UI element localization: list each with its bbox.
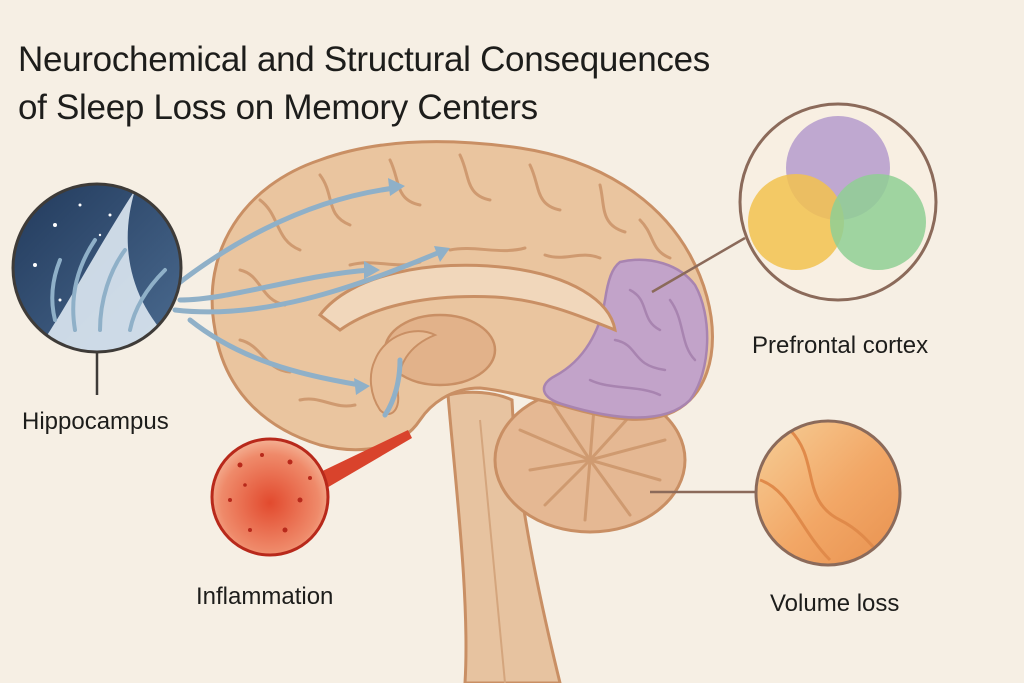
inflammation-inset-border xyxy=(210,437,330,557)
label-inflammation: Inflammation xyxy=(196,583,334,610)
hippocampus-inset-content xyxy=(30,190,180,352)
prefrontal-connector xyxy=(651,236,746,294)
inflammation-inset xyxy=(212,439,328,555)
label-hippocampus: Hippocampus xyxy=(22,408,169,435)
inflammation-dots xyxy=(228,453,312,533)
prefrontal-folds xyxy=(588,288,697,397)
hippocampus-inset-border xyxy=(11,182,183,354)
brainstem xyxy=(446,390,562,683)
venn-circle-green xyxy=(830,174,926,270)
page-title: Neurochemical and Structural Consequence… xyxy=(18,36,878,132)
label-volume-loss: Volume loss xyxy=(770,590,900,617)
arrow-heads xyxy=(354,178,450,395)
brainstem-groove xyxy=(479,419,506,683)
label-prefrontal-cortex: Prefrontal cortex xyxy=(752,332,929,359)
venn-circle-yellow xyxy=(748,174,844,270)
signal-arrows xyxy=(167,185,443,418)
volume-loss-inset-border xyxy=(754,419,902,567)
venn-diagram xyxy=(748,116,926,270)
volume-loss-inset xyxy=(756,421,900,565)
title-line-2: of Sleep Loss on Memory Centers xyxy=(18,88,538,127)
title-line-1: Neurochemical and Structural Consequence… xyxy=(18,40,710,79)
corpus-callosum xyxy=(317,263,617,333)
